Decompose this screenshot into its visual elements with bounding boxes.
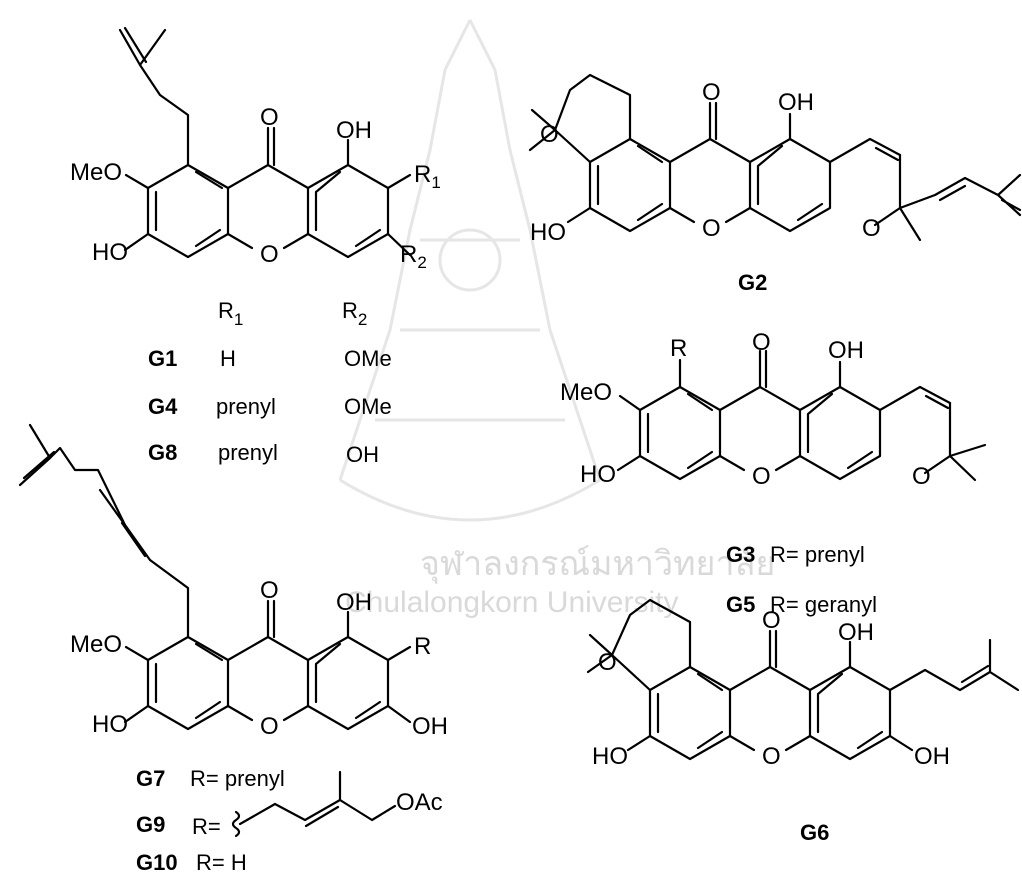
atom-o-g3-ring: O bbox=[752, 463, 771, 490]
structure-g6 bbox=[586, 598, 1020, 761]
label-g4: G4 bbox=[148, 394, 178, 419]
atom-meo-g1: MeO bbox=[70, 159, 122, 186]
atom-o-g6-pyran: O bbox=[598, 649, 617, 676]
atom-oh-g3: OH bbox=[828, 337, 864, 364]
atom-ho-g6: HO bbox=[592, 743, 628, 770]
g5-r-text: R= geranyl bbox=[770, 592, 877, 617]
atom-o-g7-carbonyl: O bbox=[260, 577, 279, 604]
atom-o-g3-carbonyl: O bbox=[752, 329, 771, 356]
g4-r2: OMe bbox=[344, 394, 392, 419]
structure-g3-g5 bbox=[616, 349, 987, 482]
atom-meo-g7: MeO bbox=[70, 631, 122, 658]
label-g1: G1 bbox=[148, 346, 177, 371]
g7-r-text: R= prenyl bbox=[190, 766, 285, 791]
structure-g7-g9-g10 bbox=[18, 423, 412, 731]
g1-r2: OMe bbox=[344, 346, 392, 371]
label-g8: G8 bbox=[148, 440, 177, 465]
g8-r1: prenyl bbox=[218, 440, 278, 465]
label-g9: G9 bbox=[136, 812, 165, 837]
atom-r2-g1: R2 bbox=[400, 241, 427, 272]
atom-oh-g2: OH bbox=[778, 89, 814, 116]
atom-o-g6-ring: O bbox=[762, 743, 781, 770]
crest-watermark bbox=[338, 19, 602, 522]
table-header-r2: R2 bbox=[342, 298, 367, 329]
watermark-thai: จุฬาลงกรณ์มหาวิทยาลัย bbox=[420, 545, 775, 584]
atom-oh-g1: OH bbox=[336, 117, 372, 144]
structure-g1-g4-g8 bbox=[118, 26, 412, 259]
label-g3: G3 bbox=[726, 542, 755, 567]
structure-g2 bbox=[528, 73, 1022, 242]
atom-ho-g7: HO bbox=[92, 711, 128, 738]
atom-r-g7: R bbox=[414, 633, 431, 660]
atom-r1-g1: R1 bbox=[414, 161, 441, 192]
g9-side-chain bbox=[231, 770, 397, 838]
atom-oac-g9: OAc bbox=[396, 789, 443, 816]
g1-r1: H bbox=[220, 346, 236, 371]
atom-o-g3-chromene: O bbox=[912, 463, 931, 490]
label-g7: G7 bbox=[136, 766, 165, 791]
atom-ho-g2: HO bbox=[530, 219, 566, 246]
atom-o-g6-carbonyl: O bbox=[762, 607, 781, 634]
label-g10: G10 bbox=[136, 850, 178, 875]
atom-o-g1-carbonyl: O bbox=[260, 104, 279, 131]
atom-meo-g3: MeO bbox=[560, 379, 612, 406]
atom-ho-g3: HO bbox=[580, 461, 616, 488]
atom-o-g2-carbonyl: O bbox=[702, 79, 721, 106]
watermark: จุฬาลงกรณ์มหาวิทยาลัย Chulalongkorn Univ… bbox=[338, 19, 775, 619]
g10-r-text: R= H bbox=[196, 850, 247, 875]
atom-r-g3: R bbox=[670, 335, 687, 362]
g9-r-text: R= bbox=[192, 814, 221, 839]
label-g6: G6 bbox=[800, 820, 829, 845]
g8-r2: OH bbox=[346, 442, 379, 467]
atom-ho-g1: HO bbox=[92, 239, 128, 266]
atom-oh-g7-top: OH bbox=[336, 589, 372, 616]
label-g2: G2 bbox=[738, 270, 767, 295]
atom-o-g2-pyran: O bbox=[540, 121, 559, 148]
g3-r-text: R= prenyl bbox=[770, 542, 865, 567]
atom-o-g7-ring: O bbox=[260, 713, 279, 740]
watermark-english: Chulalongkorn University bbox=[345, 586, 679, 619]
atom-oh-g6-top: OH bbox=[838, 619, 874, 646]
atom-oh-g7-right: OH bbox=[412, 713, 448, 740]
atom-o-g2-ring: O bbox=[702, 215, 721, 242]
atom-oh-g6-right: OH bbox=[914, 743, 950, 770]
substituent-table: R1 R2 G1 H OMe G4 prenyl OMe G8 prenyl O… bbox=[148, 298, 392, 467]
table-header-r1: R1 bbox=[218, 298, 243, 329]
g4-r1: prenyl bbox=[216, 394, 276, 419]
atom-o-g2-chromene: O bbox=[862, 215, 881, 242]
label-g5: G5 bbox=[726, 592, 755, 617]
atom-o-g1-ring: O bbox=[260, 241, 279, 268]
